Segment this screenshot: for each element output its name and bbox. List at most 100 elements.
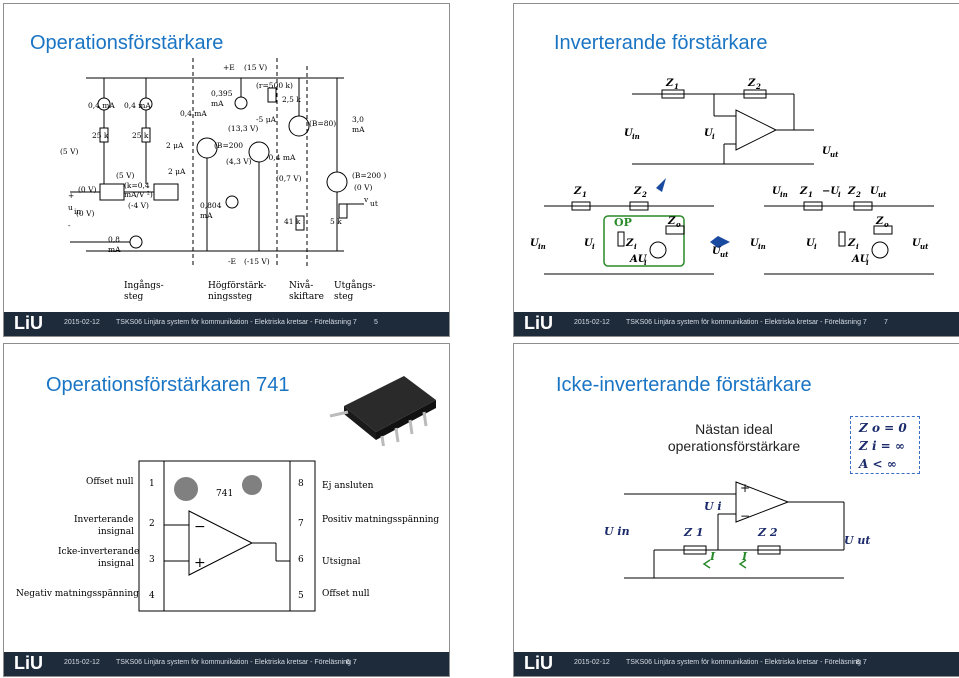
note-text: Nästan ideal operationsförstärkare — [644, 421, 824, 455]
svg-text:(13,3 V): (13,3 V) — [228, 124, 258, 133]
slide-5[interactable]: Operationsförstärkare — [3, 3, 450, 337]
svg-text:(5 V): (5 V) — [60, 147, 78, 156]
svg-text:0,4 mA: 0,4 mA — [124, 101, 151, 110]
svg-text:U: U — [750, 238, 760, 249]
pin-2-label-b: insignal — [98, 527, 134, 537]
liu-logo: LiU — [14, 653, 43, 673]
slide-number: 8 — [856, 659, 860, 666]
svg-text:mA: mA — [211, 99, 224, 108]
liu-logo: LiU — [524, 653, 553, 673]
pin-diagram: − + 741 Offset null Inverterande insigna… — [4, 459, 449, 639]
pin-3-number: 3 — [149, 555, 155, 565]
pin-3-label-b: insignal — [98, 559, 134, 569]
svg-text:i: i — [856, 242, 859, 251]
svg-text:-: - — [68, 221, 71, 230]
svg-text:2: 2 — [641, 190, 647, 199]
svg-text:Nivå-: Nivå- — [289, 279, 313, 291]
footer-date: 2015-02-12 — [574, 659, 610, 666]
note-line-1: Nästan ideal — [695, 421, 773, 437]
chip-741-photo — [329, 376, 436, 446]
svg-text:ut: ut — [720, 250, 729, 259]
pin-7-label: Positiv matningsspänning — [322, 515, 440, 525]
z2-label: Z 2 — [758, 526, 778, 539]
svg-text:(5 V): (5 V) — [116, 171, 134, 180]
svg-text:25 k: 25 k — [92, 131, 109, 140]
svg-text:Z: Z — [573, 186, 582, 197]
svg-text:−: − — [194, 519, 206, 535]
svg-text:−U: −U — [822, 186, 840, 197]
svg-text:1: 1 — [582, 190, 587, 199]
footer-course: TSKS06 Linjära system för kommunikation … — [626, 659, 867, 666]
svg-text:ut: ut — [878, 190, 887, 199]
slide-number: 7 — [884, 319, 888, 326]
svg-text:Z: Z — [633, 186, 642, 197]
slide-7[interactable]: Inverterande förstärkare — [513, 3, 959, 337]
pin-6-number: 6 — [298, 555, 304, 565]
current-i2-label: I — [742, 550, 748, 563]
slide-8[interactable]: Icke-inverterande förstärkare Nästan ide… — [513, 343, 959, 677]
svg-text:+E: +E — [223, 63, 235, 72]
condition-zi: Z i = ∞ — [859, 439, 905, 453]
svg-text:(-15 V): (-15 V) — [244, 257, 270, 266]
pin-4-number: 4 — [149, 591, 155, 601]
liu-logo: LiU — [524, 313, 553, 333]
pin-2-label-a: Inverterande — [74, 515, 134, 525]
svg-text:2: 2 — [855, 190, 861, 199]
footer-course: TSKS06 Linjära system för kommunikation … — [116, 319, 357, 326]
pin-8-number: 8 — [298, 479, 304, 489]
ideal-conditions-box: Z o = 0 Z i = ∞ A < ∞ — [850, 416, 920, 474]
svg-text:(15 V): (15 V) — [244, 63, 267, 72]
svg-text:(0 V): (0 V) — [354, 183, 372, 192]
svg-text:in: in — [758, 242, 766, 251]
svg-text:(k=0,4: (k=0,4 — [124, 181, 150, 190]
svg-text:+: + — [194, 555, 206, 571]
footer-course: TSKS06 Linjära system för kommunikation … — [626, 319, 867, 326]
svg-text:(B=200 ): (B=200 ) — [352, 171, 386, 180]
svg-text:(4,3 V): (4,3 V) — [226, 157, 252, 166]
pin-2-number: 2 — [149, 519, 155, 529]
svg-text:o: o — [884, 220, 889, 229]
svg-text:U: U — [822, 146, 832, 157]
note-line-2: operationsförstärkare — [667, 438, 801, 454]
svg-text:1: 1 — [674, 82, 679, 91]
svg-text:AU: AU — [851, 254, 870, 265]
svg-text:U: U — [712, 246, 722, 257]
svg-text:i: i — [712, 132, 715, 141]
svg-text:u: u — [68, 203, 73, 212]
svg-text:-0,4 mA: -0,4 mA — [266, 153, 296, 162]
svg-text:41 k: 41 k — [284, 217, 301, 226]
svg-text:i: i — [644, 258, 647, 267]
svg-text:3,0: 3,0 — [352, 115, 364, 124]
z1-label: Z — [665, 78, 674, 89]
svg-text:1: 1 — [808, 190, 813, 199]
svg-text:i: i — [814, 242, 817, 251]
svg-text:U: U — [806, 238, 816, 249]
svg-text:−: − — [740, 509, 750, 523]
svg-text:i: i — [838, 190, 841, 199]
svg-text:5 k: 5 k — [330, 217, 342, 226]
svg-text:+: + — [740, 481, 750, 495]
svg-text:U: U — [912, 238, 922, 249]
svg-text:(-4 V): (-4 V) — [128, 201, 149, 210]
z1-label: Z 1 — [684, 526, 704, 539]
svg-text:Z: Z — [625, 238, 634, 249]
current-i1-label: I — [710, 550, 716, 563]
svg-text:mA: mA — [200, 211, 213, 220]
svg-text:in: in — [538, 242, 546, 251]
uin-label: U in — [604, 525, 630, 538]
slide-title: Icke-inverterande förstärkare — [556, 374, 812, 396]
svg-text:Z: Z — [847, 238, 856, 249]
svg-text:in: in — [74, 207, 81, 216]
pin-7-number: 7 — [298, 519, 304, 529]
footer-date: 2015-02-12 — [64, 659, 100, 666]
svg-text:(0,7 V): (0,7 V) — [276, 174, 302, 183]
slide-6[interactable]: Operationsförstärkaren 741 − — [3, 343, 450, 677]
svg-text:0,4 mA: 0,4 mA — [180, 109, 207, 118]
footer-course: TSKS06 Linjära system för kommunikation … — [116, 659, 357, 666]
condition-a: A < ∞ — [859, 457, 897, 471]
svg-text:mA: mA — [352, 125, 365, 134]
ui-label: U i — [704, 500, 722, 513]
svg-text:(0 V): (0 V) — [78, 185, 96, 194]
